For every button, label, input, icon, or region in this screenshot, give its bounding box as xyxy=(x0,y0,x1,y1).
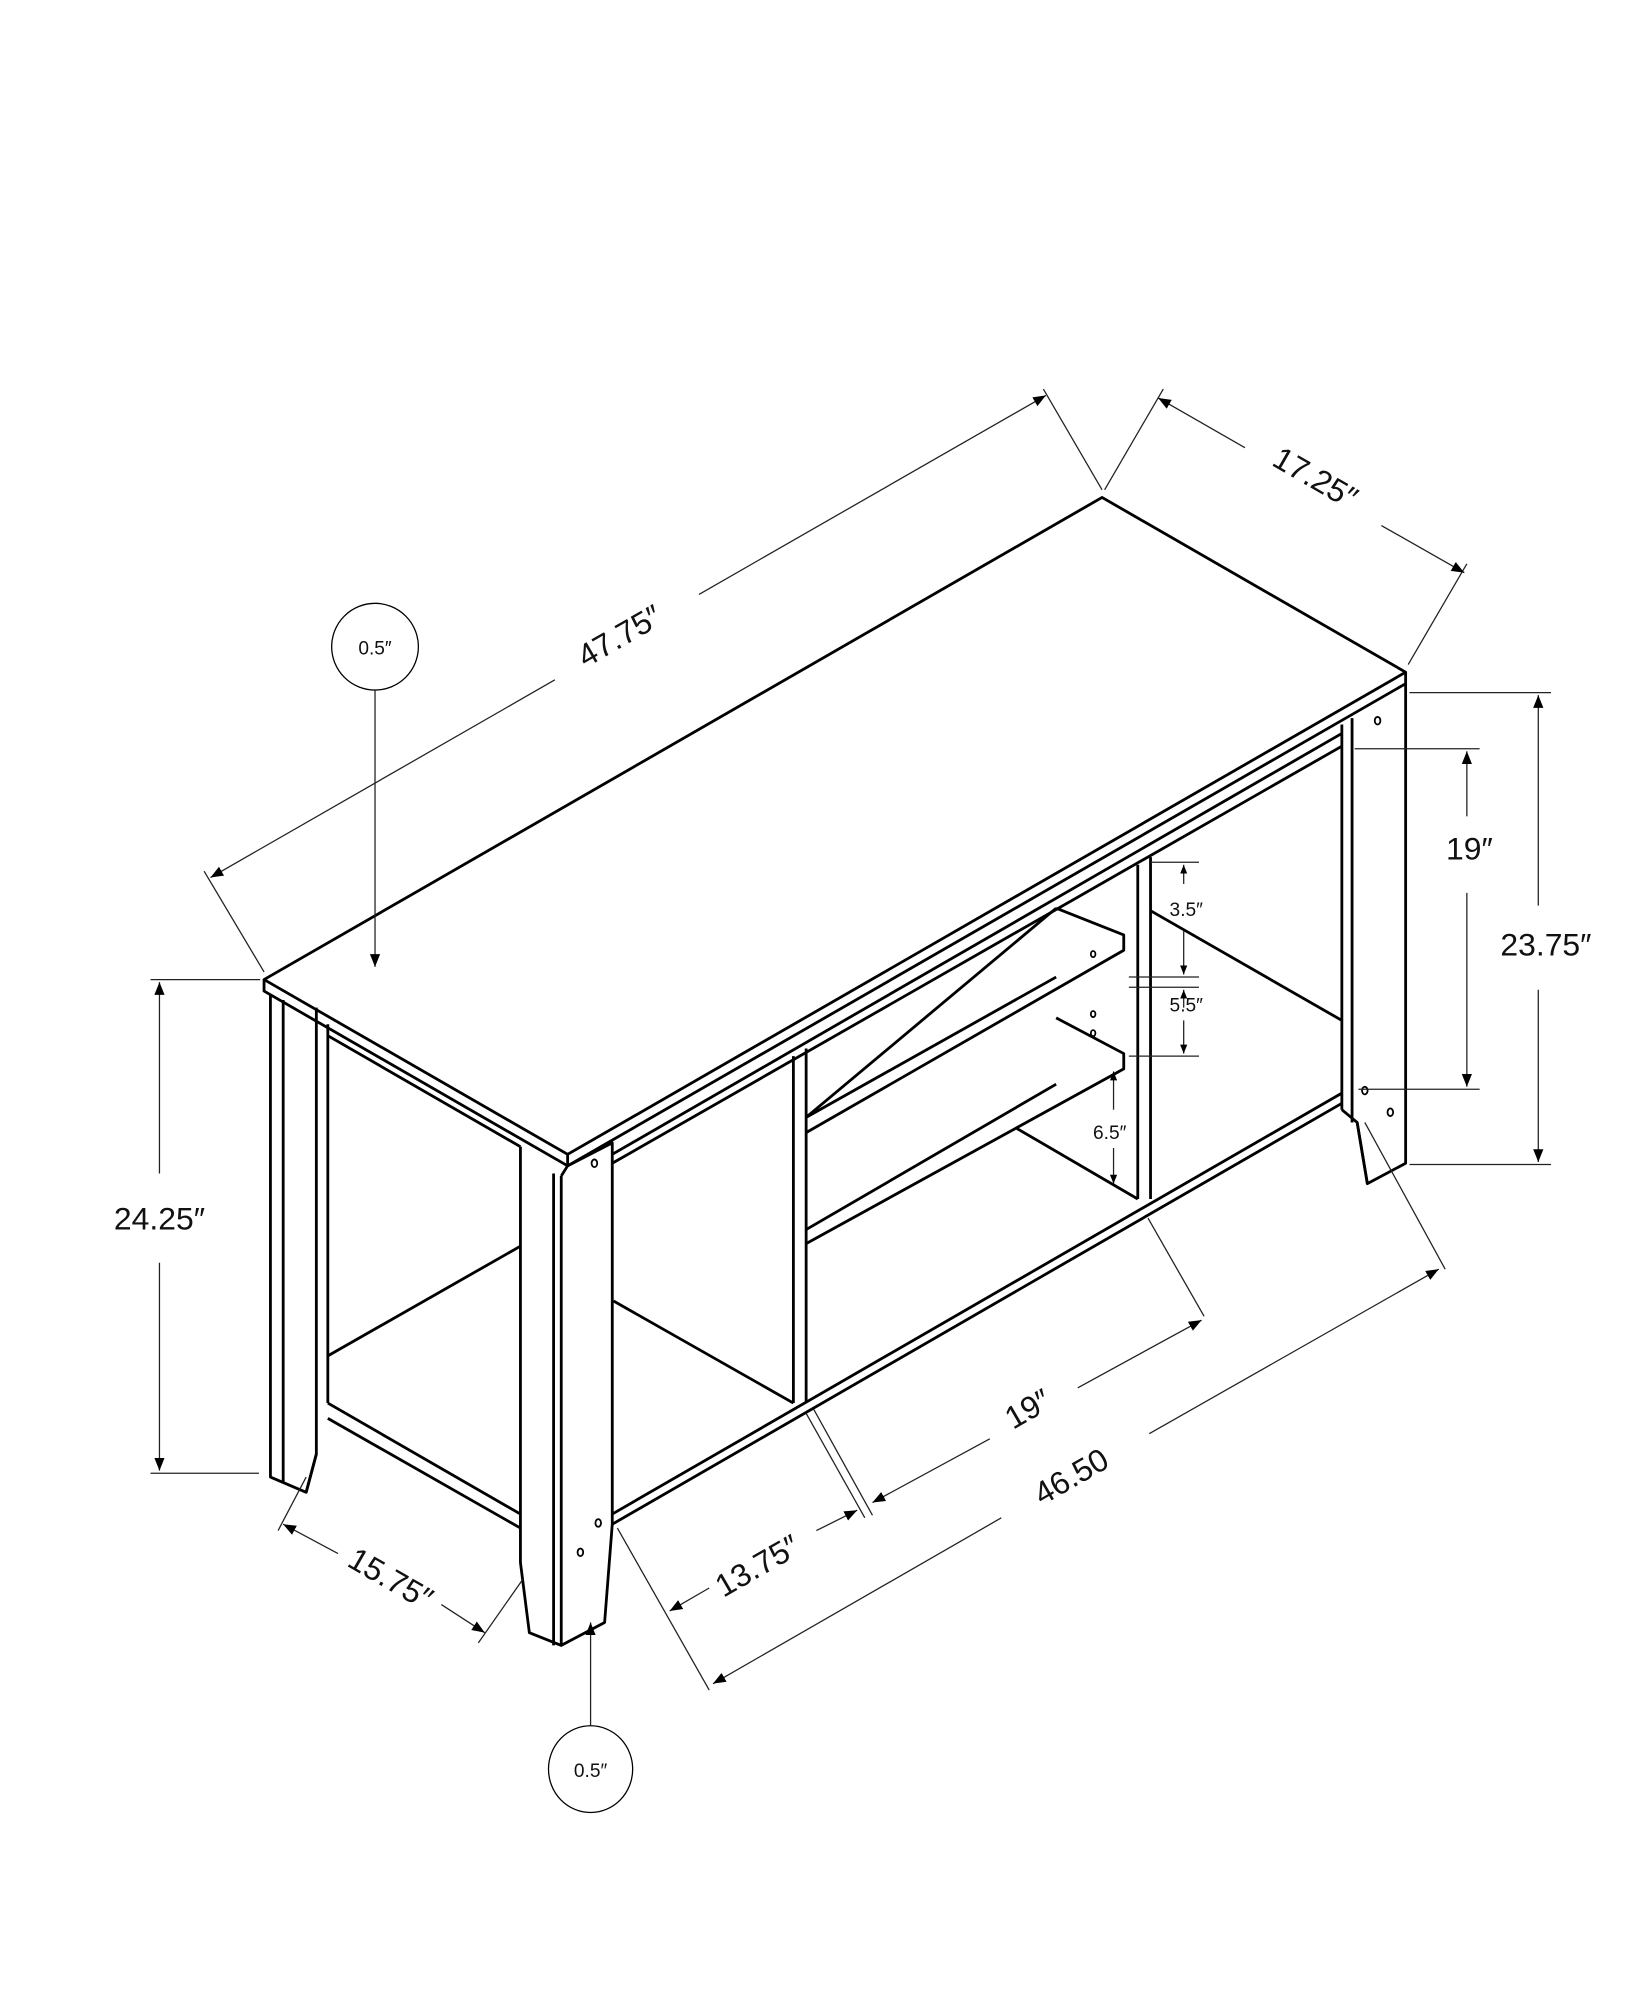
side-height-label: 23.75″ xyxy=(1500,926,1591,962)
base-rail xyxy=(611,1091,1343,1526)
depth-label: 17.25″ xyxy=(1267,439,1364,516)
length-label: 47.75″ xyxy=(571,598,668,675)
front-left-leg xyxy=(519,1141,614,1647)
right-compartment xyxy=(1149,909,1343,1022)
dimension-overall-depth: 17.25″ xyxy=(1104,388,1468,665)
dimension-shelf-gaps: 3.5″ 5.5″ 6.5″ xyxy=(1093,861,1204,1184)
dimension-side-height: 23.75″ xyxy=(1409,691,1591,1166)
top-gap-label: 3.5″ xyxy=(1170,900,1204,921)
right-leg xyxy=(1340,683,1408,1186)
bottom-gap-label: 6.5″ xyxy=(1093,1123,1127,1144)
left-compartment-label: 13.75″ xyxy=(709,1527,806,1604)
dimension-overall-height: 24.25″ xyxy=(114,978,261,1474)
base-length-label: 46.50 xyxy=(1028,1441,1115,1512)
dimension-base-depth: 15.75″ xyxy=(277,1476,524,1644)
dimension-left-compartment: 13.75″ xyxy=(616,1409,874,1691)
left-rear-leg xyxy=(269,994,318,1494)
front-apron xyxy=(611,732,1343,1165)
upper-opening-label: 19″ xyxy=(1446,831,1493,867)
dimension-upper-opening: 19″ xyxy=(1354,748,1493,1090)
callout-leg-inset: 0.5″ xyxy=(547,1622,634,1814)
dimension-overall-length: 47.75″ xyxy=(203,388,1103,973)
base-depth-label: 15.75″ xyxy=(342,1540,439,1617)
shelf-compartment-label: 19″ xyxy=(998,1382,1056,1437)
left-compartment xyxy=(612,1048,808,1405)
dimension-shelf-compartment: 19″ xyxy=(872,1217,1205,1504)
left-side-panel xyxy=(326,1024,522,1530)
table-top xyxy=(262,496,1408,1168)
middle-gap-label: 5.5″ xyxy=(1170,995,1204,1016)
height-label: 24.25″ xyxy=(114,1201,205,1237)
leg-inset-label: 0.5″ xyxy=(574,1761,608,1782)
top-thickness-label: 0.5″ xyxy=(358,638,392,659)
callout-top-thickness: 0.5″ xyxy=(331,602,420,967)
shelf-compartment xyxy=(805,857,1152,1245)
